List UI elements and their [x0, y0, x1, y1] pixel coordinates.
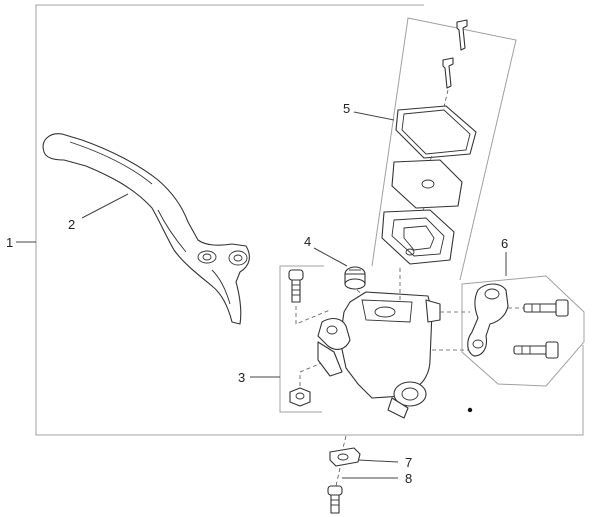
pivot-bolt-nut-icon: [279, 265, 339, 413]
callout-8: 8: [342, 471, 412, 486]
callout-7: 7: [357, 455, 412, 470]
reservoir-cover-group-icon: [371, 17, 517, 281]
callout-5: 5: [343, 101, 395, 121]
brake-lever-icon: [42, 133, 250, 325]
callout-3-label: 3: [238, 370, 245, 385]
callout-6-label: 6: [501, 236, 508, 251]
callout-7-label: 7: [405, 455, 412, 470]
brake-switch-icon: [344, 266, 375, 305]
callout-3: 3: [238, 370, 280, 385]
callout-5-label: 5: [343, 101, 350, 116]
mounting-clamp-icon: [461, 275, 585, 387]
nut-icon: [329, 435, 361, 467]
callout-4: 4: [304, 234, 348, 267]
callout-1-label: 1: [6, 235, 13, 250]
callout-8-label: 8: [405, 471, 412, 486]
assembly-frame: [35, 4, 584, 436]
callout-4-label: 4: [304, 234, 311, 249]
callout-6: 6: [501, 236, 508, 276]
master-cylinder-body-icon: [317, 268, 473, 419]
callout-2-label: 2: [68, 217, 75, 232]
callout-2: 2: [68, 193, 129, 232]
screw-icon: [327, 467, 343, 514]
callout-1: 1: [6, 235, 36, 250]
